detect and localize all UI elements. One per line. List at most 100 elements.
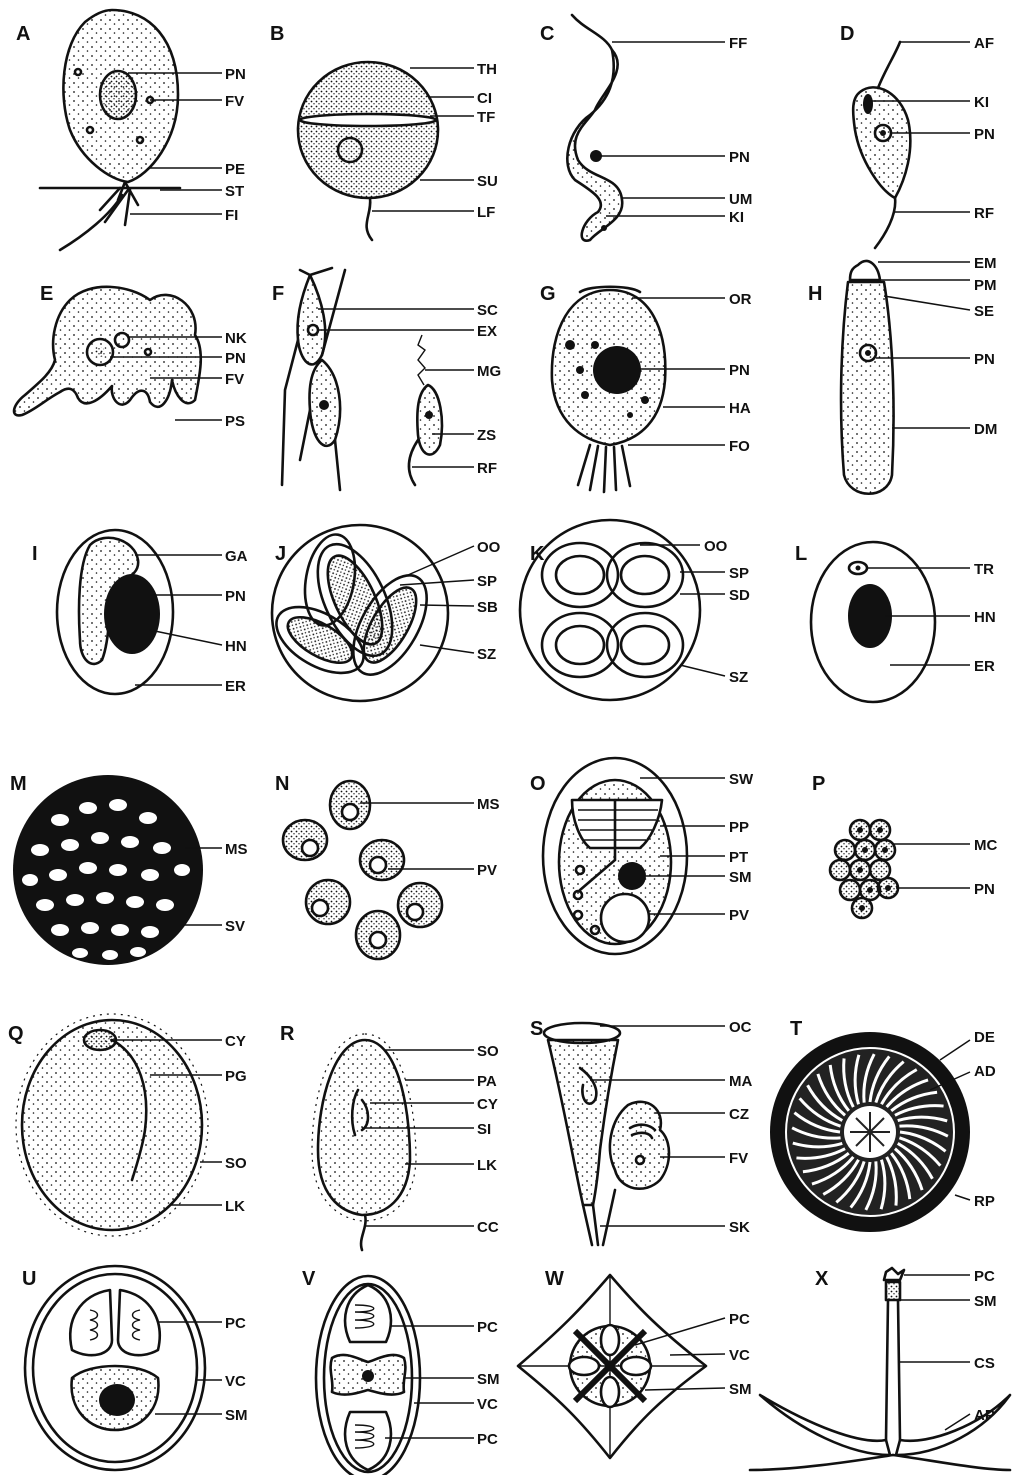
panel-d: D AF KI PN RF <box>840 23 995 248</box>
label-m-sv: SV <box>225 918 245 935</box>
label-e-nk: NK <box>225 330 247 347</box>
panel-letter-r: R <box>280 1023 295 1045</box>
panel-letter-v: V <box>302 1268 316 1290</box>
label-r-cc: CC <box>477 1219 499 1236</box>
label-a-fi: FI <box>225 207 238 224</box>
label-n-pv: PV <box>477 862 497 879</box>
specimen-b <box>298 62 438 240</box>
panel-letter-w: W <box>545 1268 564 1290</box>
label-f-ex: EX <box>477 323 497 340</box>
specimen-s <box>544 1023 669 1245</box>
label-j-sp: SP <box>477 573 497 590</box>
label-p-pn: PN <box>974 881 995 898</box>
label-v-pc-top: PC <box>477 1319 498 1336</box>
label-q-cy: CY <box>225 1033 246 1050</box>
label-c-ki: KI <box>729 209 744 226</box>
label-c-pn: PN <box>729 149 750 166</box>
label-m-ms: MS <box>225 841 248 858</box>
panel-letter-c: C <box>540 23 554 45</box>
label-x-pc: PC <box>974 1268 995 1285</box>
label-i-er: ER <box>225 678 246 695</box>
panel-letter-m: M <box>10 773 27 795</box>
panel-letter-e: E <box>40 283 53 305</box>
panel-j: J OO SP SB SZ <box>265 525 500 701</box>
label-b-tf: TF <box>477 109 495 126</box>
specimen-r <box>312 1034 416 1250</box>
panel-letter-n: N <box>275 773 289 795</box>
panel-w: W PC VC SM <box>518 1268 752 1458</box>
label-q-so: SO <box>225 1155 247 1172</box>
panel-i: I GA PN HN ER <box>32 530 248 695</box>
label-h-dm: DM <box>974 421 997 438</box>
label-h-pm: PM <box>974 277 997 294</box>
specimen-t <box>770 1032 970 1232</box>
panel-o: O SW PP PT SM PV <box>530 758 754 954</box>
panel-letter-o: O <box>530 773 546 795</box>
label-n-ms: MS <box>477 796 500 813</box>
panel-letter-k: K <box>530 543 545 565</box>
specimen-j <box>265 525 448 701</box>
panel-k: K OO SP SD SZ <box>520 520 750 700</box>
label-v-vc: VC <box>477 1396 498 1413</box>
panel-letter-b: B <box>270 23 284 45</box>
label-l-tr: TR <box>974 561 994 578</box>
label-s-cz: CZ <box>729 1106 749 1123</box>
panel-letter-p: P <box>812 773 825 795</box>
label-w-pc: PC <box>729 1311 750 1328</box>
label-j-sb: SB <box>477 599 498 616</box>
panel-letter-s: S <box>530 1018 543 1040</box>
panel-c: C FF PN UM KI <box>540 15 752 241</box>
panel-e: E NK PN FV PS <box>14 283 247 430</box>
specimen-x <box>750 1268 1010 1470</box>
label-t-rp: RP <box>974 1193 995 1210</box>
label-l-hn: HN <box>974 609 996 626</box>
label-r-lk: LK <box>477 1157 497 1174</box>
specimen-l <box>811 542 935 702</box>
panel-letter-j: J <box>275 543 286 565</box>
label-b-lf: LF <box>477 204 495 221</box>
panel-letter-a: A <box>16 23 30 45</box>
label-t-de: DE <box>974 1029 995 1046</box>
panel-letter-q: Q <box>8 1023 24 1045</box>
panel-x: X PC SM CS AP <box>750 1268 1010 1470</box>
panel-b: B TH CI TF SU LF <box>270 23 498 240</box>
panel-letter-i: I <box>32 543 38 565</box>
specimen-c <box>567 15 622 241</box>
label-a-pe: PE <box>225 161 245 178</box>
panel-s: S OC MA CZ FV SK <box>530 1018 752 1245</box>
specimen-e <box>14 287 201 416</box>
panel-letter-x: X <box>815 1268 829 1290</box>
panel-letter-g: G <box>540 283 556 305</box>
specimen-k <box>520 520 700 700</box>
panel-letter-l: L <box>795 543 807 565</box>
panel-g: G OR PN HA FO <box>540 283 752 492</box>
label-k-oo: OO <box>704 538 728 555</box>
panel-p: P MC PN <box>812 773 997 918</box>
label-a-fv: FV <box>225 93 244 110</box>
label-d-ki: KI <box>974 94 989 111</box>
label-i-pn: PN <box>225 588 246 605</box>
label-q-lk: LK <box>225 1198 245 1215</box>
label-f-mg: MG <box>477 363 501 380</box>
label-s-sk: SK <box>729 1219 750 1236</box>
label-h-se: SE <box>974 303 994 320</box>
label-a-st: ST <box>225 183 244 200</box>
specimen-p <box>830 820 898 918</box>
label-x-sm: SM <box>974 1293 997 1310</box>
panel-letter-d: D <box>840 23 854 45</box>
panel-a: A PN FV PE ST FI <box>16 10 246 250</box>
panel-letter-h: H <box>808 283 822 305</box>
label-c-ff: FF <box>729 35 747 52</box>
specimen-d <box>853 42 910 248</box>
label-r-pa: PA <box>477 1073 497 1090</box>
label-x-ap: AP <box>974 1407 995 1424</box>
label-w-sm: SM <box>729 1381 752 1398</box>
label-j-oo: OO <box>477 539 501 556</box>
label-c-um: UM <box>729 191 752 208</box>
panel-u: U PC VC SM <box>22 1266 248 1470</box>
label-a-pn: PN <box>225 66 246 83</box>
label-e-ps: PS <box>225 413 245 430</box>
label-f-rf: RF <box>477 460 497 477</box>
label-s-oc: OC <box>729 1019 752 1036</box>
panel-letter-u: U <box>22 1268 36 1290</box>
